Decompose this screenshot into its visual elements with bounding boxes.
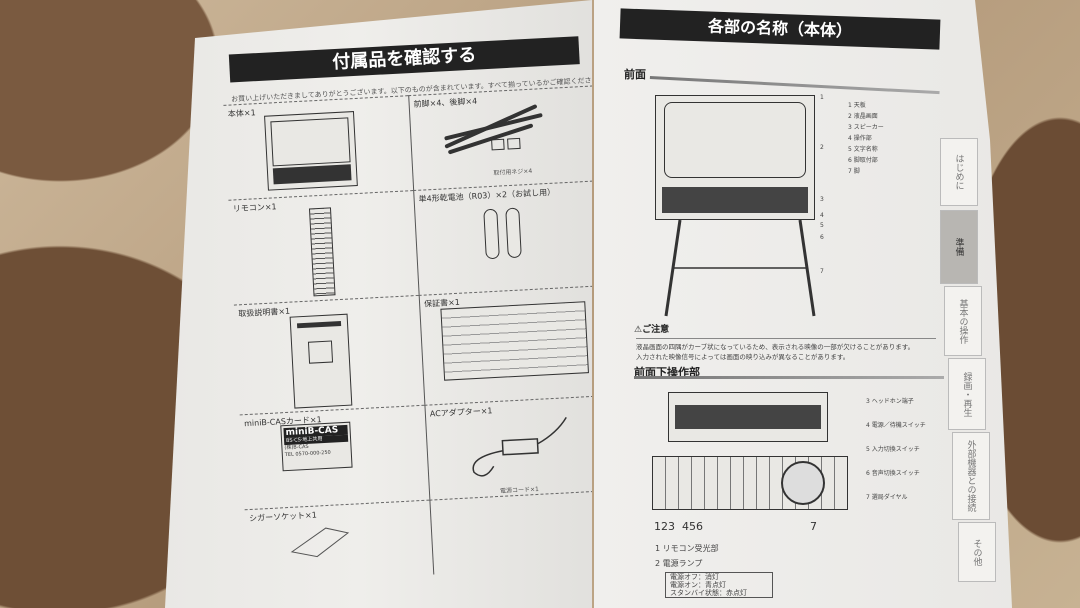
accessory-remote: リモコン×1	[228, 190, 419, 305]
manual-illustration	[289, 313, 353, 409]
list-item: 4 操作部	[848, 135, 872, 142]
remote-illustration	[308, 207, 336, 297]
list-item: 3 スピーカー	[848, 124, 884, 131]
list-item: 1 リモコン受光部	[655, 544, 719, 553]
accessory-cigar-socket: シガーソケット×1	[244, 499, 434, 585]
tab-preparation[interactable]: 準備	[940, 210, 978, 284]
accessory-ac-adapter: ACアダプター×1 電源コード×1	[424, 395, 592, 500]
caution-list: 液晶画面の四隅がカーブ状になっているため、表示される映像の一部が欠けることがあり…	[636, 338, 936, 361]
item-label: リモコン×1	[232, 202, 277, 214]
tab-other[interactable]: その他	[958, 522, 996, 582]
tab-recording[interactable]: 録画・再生	[948, 358, 986, 430]
front-parts-list: 1 天板 2 液晶画面 3 スピーカー 4 操作部 5 文字名称 6 脚取付部 …	[848, 100, 884, 177]
list-item: 6 脚取付部	[848, 157, 878, 164]
panel-closeup-illustration	[652, 456, 848, 510]
accessory-warranty: 保証書×1	[418, 285, 592, 405]
left-page: 付属品を確認する お買い上げいただきましてありがとうございます。以下のものが含ま…	[165, 0, 592, 608]
accessory-legs: 前脚×4、後脚×4 取付用ネジ×4	[408, 85, 592, 191]
caution-heading: ⚠ご注意	[634, 322, 669, 335]
section-divider	[634, 376, 944, 379]
item-label: 本体×1	[227, 108, 256, 119]
tv-front-illustration	[655, 95, 815, 220]
list-item: 7 選局ダイヤル	[866, 494, 908, 501]
caution-item: 入力された映像信号によっては画面の映り込みが異なることがあります。	[636, 353, 850, 361]
accessory-batteries: 単4形乾電池（R03）×2（お試し用）	[413, 180, 592, 295]
accessory-tv: 本体×1	[223, 95, 414, 200]
page-title: 各部の名称（本体）	[619, 8, 941, 50]
ac-adapter-illustration	[472, 416, 567, 477]
list-item: 3 ヘッドホン端子	[866, 398, 914, 405]
list-item: 7 脚	[848, 168, 860, 175]
item-caption: 取付用ネジ×4	[493, 167, 533, 177]
panel-top-illustration	[668, 392, 828, 442]
callout-number: 1	[820, 94, 824, 101]
callout-number: 5	[820, 222, 824, 229]
lamp-status: スタンバイ状態：赤点灯	[670, 589, 747, 597]
list-item: 1 天板	[848, 102, 866, 109]
caution-title: ご注意	[642, 325, 670, 335]
accessory-grid: 本体×1 前脚×4、後脚×4 取付用ネジ×4 リモコン×1 単4形乾電池（R03…	[223, 85, 592, 585]
section-divider	[649, 76, 940, 95]
section-front-panel: 前面下操作部	[634, 366, 700, 379]
caution-item: 液晶画面の四隅がカーブ状になっているため、表示される映像の一部が欠けることがあり…	[636, 343, 915, 351]
callout-number: 7	[820, 268, 824, 275]
cigar-socket-illustration	[290, 527, 350, 558]
item-label: 取扱説明書×1	[238, 306, 291, 319]
warranty-illustration	[440, 301, 589, 381]
battery-icon	[505, 207, 522, 259]
item-label: 保証書×1	[423, 297, 461, 309]
list-item: 2 液晶画面	[848, 113, 878, 120]
panel-parts-list: 1 リモコン受光部 2 電源ランプ	[655, 541, 719, 571]
panel-callout-number: 7	[810, 520, 817, 533]
tv-illustration	[264, 111, 358, 191]
list-item: 5 入力切換スイッチ	[866, 446, 920, 453]
callout-number: 3	[820, 196, 824, 203]
lamp-status-table: 電源オフ：消灯 電源オン：青点灯 スタンバイ状態：赤点灯	[665, 572, 773, 598]
legs-illustration	[444, 104, 543, 155]
callout-number: 6	[820, 234, 824, 241]
page-title: 付属品を確認する	[228, 36, 580, 83]
accessory-bcas: miniB-CASカード×1 miniB-CAS BS·CS·地上共用 (株)B…	[239, 404, 430, 510]
list-item: 4 電源／待機スイッチ	[866, 422, 926, 429]
list-item: 2 電源ランプ	[655, 559, 703, 568]
tv-legs-illustration	[664, 219, 816, 317]
callout-number: 4	[820, 212, 824, 219]
section-front: 前面	[624, 68, 646, 81]
lamp-status: 電源オン：青点灯	[670, 581, 726, 589]
panel-side-list: 3 ヘッドホン端子 4 電源／待機スイッチ 5 入力切換スイッチ 6 音声切換ス…	[866, 390, 926, 510]
callout-number: 2	[820, 144, 824, 151]
accessory-manual: 取扱説明書×1	[233, 294, 425, 415]
panel-callout-numbers: 123 456	[654, 520, 703, 533]
warning-icon: ⚠	[634, 325, 643, 335]
tab-external-devices[interactable]: 外部機器との接続	[952, 432, 990, 520]
list-item: 5 文字名称	[848, 146, 878, 153]
battery-icon	[483, 208, 500, 260]
channel-dial	[781, 461, 825, 505]
left-page-content: 付属品を確認する お買い上げいただきましてありがとうございます。以下のものが含ま…	[200, 19, 592, 589]
tab-intro[interactable]: はじめに	[940, 138, 978, 206]
list-item: 6 音声切換スイッチ	[866, 470, 920, 477]
item-label: 単4形乾電池（R03）×2（お試し用）	[418, 187, 556, 204]
tab-basic-operation[interactable]: 基本の操作	[944, 286, 982, 356]
bcas-card-illustration: miniB-CAS BS·CS·地上共用 (株)B-CAS TEL 0570-0…	[280, 421, 353, 472]
empty-cell	[429, 489, 592, 575]
lamp-status: 電源オフ：消灯	[670, 573, 719, 581]
